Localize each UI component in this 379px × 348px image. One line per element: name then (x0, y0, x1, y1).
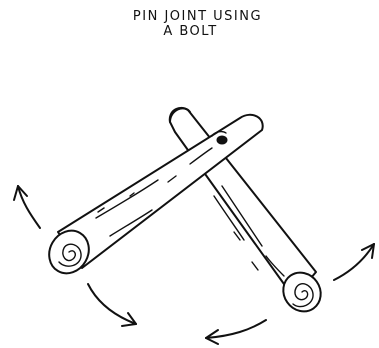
caption-title-line-2: A BOLT (163, 24, 218, 39)
caption-title-line-1: PIN JOINT USING (132, 9, 263, 24)
rotation-arrow-right (333, 243, 375, 281)
bolt-head (211, 130, 228, 145)
rotation-arrow-bottom (205, 319, 267, 345)
rotation-arrow-bottom-left (87, 283, 137, 327)
front-pole-end-grain (48, 229, 90, 275)
back-pole-end-grain (282, 271, 322, 313)
front-pole (57, 113, 264, 269)
rotation-arrow-left (13, 185, 41, 229)
